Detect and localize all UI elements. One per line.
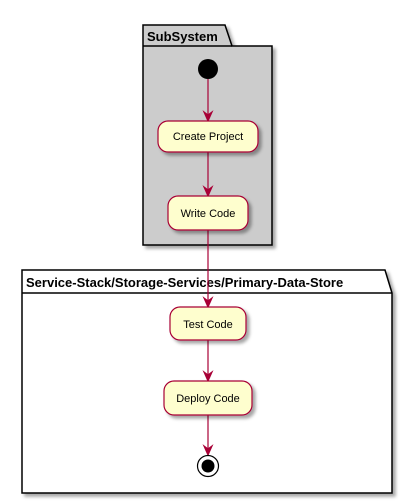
arrowhead-create — [202, 110, 214, 123]
activity-create-project-label: Create Project — [173, 131, 243, 143]
activity-write-code: Write Code — [167, 195, 249, 231]
activity-test-code-label: Test Code — [183, 319, 233, 331]
end-node — [196, 454, 220, 478]
activity-write-code-box — [167, 195, 249, 231]
arrowhead-deploy — [202, 370, 214, 383]
package-subsystem-title: SubSystem — [147, 29, 218, 44]
activity-deploy-code-label: Deploy Code — [176, 393, 240, 405]
activity-create-project-box — [157, 120, 259, 153]
activity-test-code-box — [169, 306, 247, 341]
start-node — [198, 59, 218, 79]
arrowhead-write — [202, 185, 214, 198]
activity-create-project: Create Project — [157, 120, 259, 153]
activity-deploy-code: Deploy Code — [163, 380, 253, 416]
activity-deploy-code-box — [163, 380, 253, 416]
activity-write-code-label: Write Code — [181, 208, 236, 220]
package-primary-data-store-title: Service-Stack/Storage-Services/Primary-D… — [26, 275, 343, 290]
activity-test-code: Test Code — [169, 306, 247, 341]
end-node-inner — [201, 459, 215, 473]
arrowhead-end — [202, 444, 214, 457]
flow-arrows — [202, 79, 214, 457]
arrowhead-test — [202, 296, 214, 309]
